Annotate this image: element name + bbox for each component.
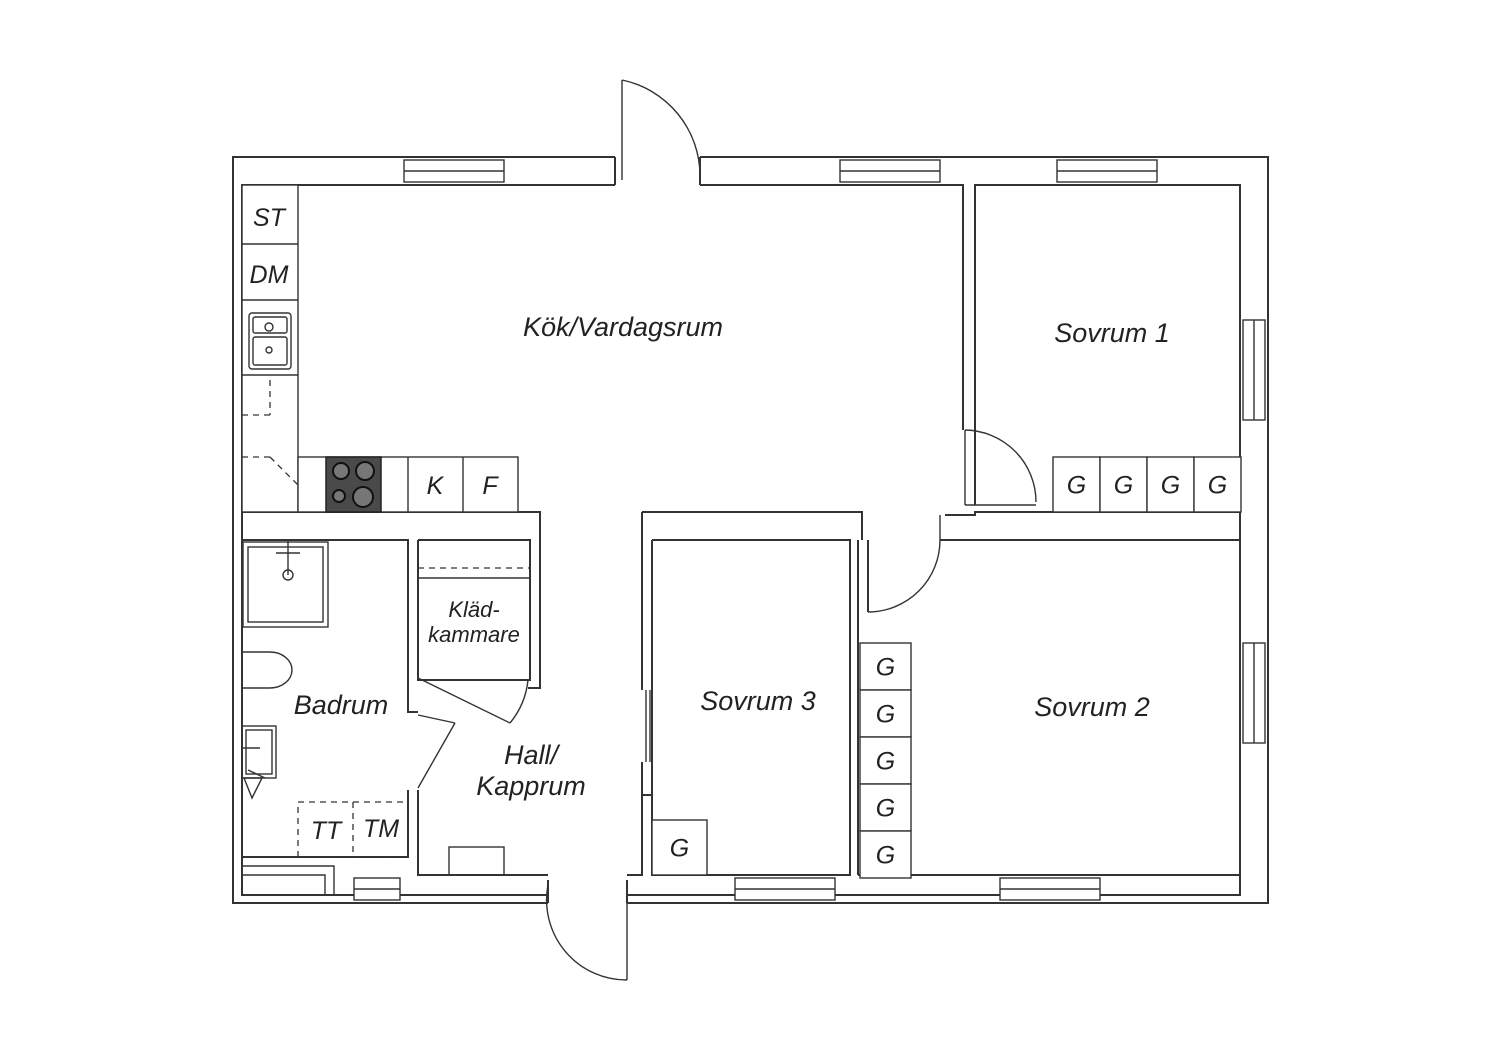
radiator-bath [243, 865, 335, 895]
room-label-sovrum3: Sovrum 3 [700, 686, 816, 716]
label-k: K [427, 472, 445, 500]
outer-walls [232, 156, 1269, 904]
room-label-badrum: Badrum [294, 690, 389, 720]
wardrobe-sovrum1 [1193, 456, 1242, 513]
wardrobe-sovrum1 [1146, 456, 1195, 513]
bathroom [241, 540, 505, 895]
room-label-hall-1: Hall/ [504, 740, 561, 770]
wardrobe-label: G [876, 748, 895, 776]
kitchen-counter-left [241, 184, 299, 513]
wardrobe-sovrum2 [859, 736, 912, 785]
wardrobe-label: G [1208, 472, 1227, 500]
wardrobe-label: G [876, 654, 895, 682]
doors [417, 79, 1037, 981]
label-dm: DM [250, 261, 289, 289]
wardrobe-label: G [1067, 472, 1086, 500]
label-tt: TT [311, 817, 343, 845]
washbasin [241, 725, 277, 779]
label-tm: TM [363, 815, 399, 843]
room-label-klad-2: kammare [428, 622, 520, 647]
wardrobe-label: G [876, 842, 895, 870]
wardrobe-label: G [670, 835, 689, 863]
shower [242, 541, 329, 628]
sink [248, 312, 292, 370]
kitchen [241, 184, 519, 513]
hall-bench [448, 846, 505, 876]
room-label-klad-1: Kläd- [448, 597, 499, 622]
room-label-kok: Kök/Vardagsrum [523, 312, 723, 342]
room-label-sovrum2: Sovrum 2 [1034, 692, 1150, 722]
room-label-hall-2: Kapprum [476, 771, 586, 801]
wardrobe-sovrum2 [859, 689, 912, 738]
wardrobe-label: G [876, 701, 895, 729]
toilet [242, 651, 293, 689]
wardrobe-label: G [876, 795, 895, 823]
label-f: F [482, 472, 499, 500]
label-st: ST [253, 204, 287, 232]
wardrobe-label: G [1114, 472, 1133, 500]
wardrobe-label: G [1161, 472, 1180, 500]
wardrobe-sovrum3 [651, 819, 708, 876]
wardrobe-sovrum1 [1099, 456, 1148, 513]
wardrobe-sovrum2 [859, 830, 912, 879]
room-label-sovrum1: Sovrum 1 [1054, 318, 1170, 348]
wardrobe-sovrum2 [859, 642, 912, 691]
windows [353, 159, 1266, 901]
